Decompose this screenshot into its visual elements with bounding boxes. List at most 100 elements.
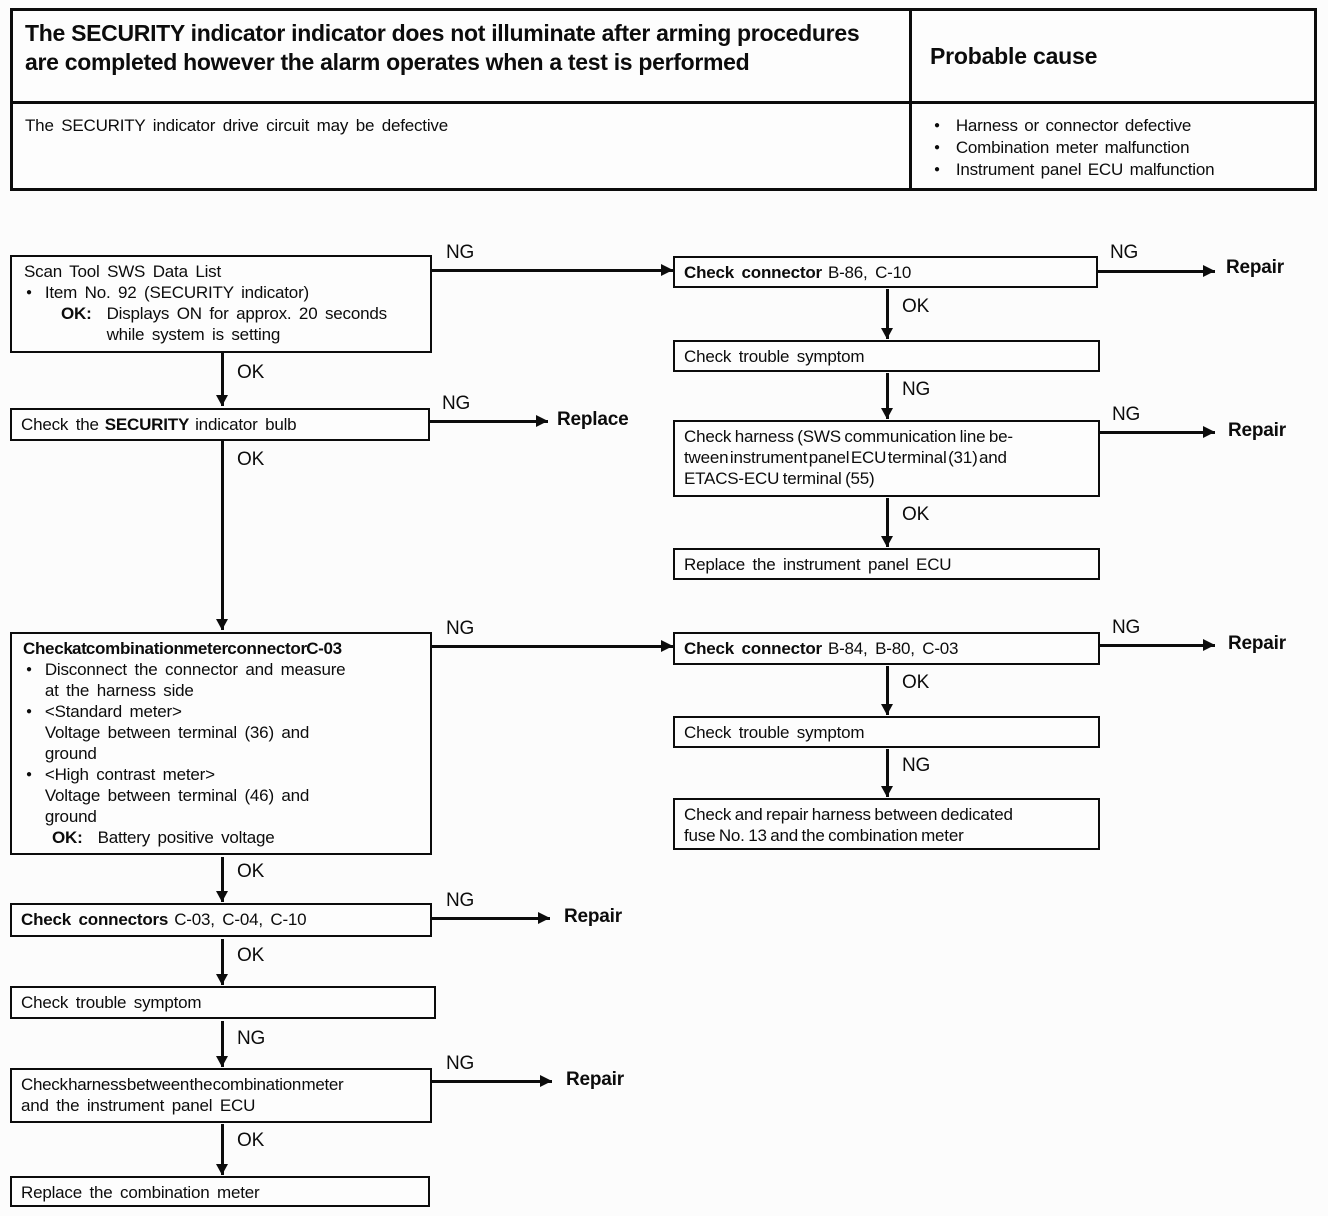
arrow-right-b86-to-repair [1098, 265, 1215, 276]
box-check-trouble-symptom-left: Check trouble symptom [10, 986, 436, 1019]
harness-sws-line: Check harness (SWS communication line be… [684, 427, 1013, 446]
label-ng: NG [446, 242, 475, 263]
scan-tool-title: Scan Tool SWS Data List [24, 262, 222, 281]
arrow-right-harness-to-repair [432, 1075, 552, 1086]
arrow-down-b86-to-trouble [881, 289, 892, 339]
label-ng: NG [446, 1053, 475, 1074]
label-ok: OK [902, 504, 930, 525]
replace-ecu-text: Replace the instrument panel ECU [684, 555, 952, 574]
fuse-line: Check and repair harness between dedicat… [684, 805, 1013, 824]
combo-line: ground [44, 744, 97, 763]
connectors-text-bold: Check connectors [21, 910, 169, 929]
box-check-harness-meter-ecu: Check harness between the combination me… [10, 1068, 432, 1123]
replace-combo-text: Replace the combination meter [21, 1183, 260, 1202]
label-ng: NG [446, 618, 475, 639]
combo-line: <Standard meter> [44, 702, 182, 721]
combo-line: Voltage between terminal (36) and [44, 723, 310, 742]
label-ng: NG [237, 1028, 266, 1049]
label-ng: NG [1110, 242, 1139, 263]
box-check-repair-fuse-harness: Check and repair harness between dedicat… [673, 798, 1100, 850]
arrow-down-harness-to-replace [216, 1124, 227, 1175]
conn-b86-text: B-86, C-10 [827, 263, 912, 282]
combo-line: Disconnect the connector and measure [44, 660, 346, 679]
arrow-down-b84-to-trouble [881, 666, 892, 715]
box-replace-combination-meter: Replace the combination meter [10, 1176, 430, 1207]
box-scan-tool: Scan Tool SWS Data List Item No. 92 (SEC… [10, 255, 432, 353]
combo-line: ground [44, 807, 97, 826]
scan-tool-item: Item No. 92 (SECURITY indicator) [44, 283, 309, 302]
ok-text-line: while system is setting [106, 325, 281, 344]
label-ok: OK [237, 449, 265, 470]
arrow-right-combo-to-b84 [432, 640, 673, 651]
combo-line: Voltage between terminal (46) and [44, 786, 310, 805]
label-ng: NG [902, 755, 931, 776]
box-check-connectors: Check connectors C-03, C-04, C-10 [10, 903, 432, 937]
terminal-replace: Replace [557, 409, 629, 430]
arrow-down-trouble-to-fuse [881, 749, 892, 797]
bulb-text-bold: SECURITY [104, 415, 190, 434]
arrow-right-b84-to-repair [1100, 639, 1215, 650]
harness-meter-line: and the instrument panel ECU [21, 1096, 256, 1115]
arrow-right-scan-to-b86 [432, 264, 673, 275]
bulb-text: indicator bulb [195, 415, 297, 434]
arrow-right-sws-to-repair [1100, 426, 1215, 437]
arrow-right-connectors-to-repair [432, 912, 550, 923]
arrow-down-bulb-to-combo [216, 441, 227, 630]
label-ok: OK [237, 945, 265, 966]
arrow-down-trouble-to-sws [881, 373, 892, 419]
trouble-text: Check trouble symptom [684, 723, 865, 742]
label-ng: NG [1112, 404, 1141, 425]
terminal-repair: Repair [1228, 420, 1286, 441]
arrow-right-bulb-to-replace [430, 415, 548, 426]
ok-key: OK: [52, 828, 83, 847]
label-ng: NG [446, 890, 475, 911]
ok-text-line: Displays ON for approx. 20 seconds [106, 304, 388, 323]
harness-sws-line: ETACS-ECU terminal (55) [684, 469, 875, 488]
terminal-repair: Repair [1226, 257, 1284, 278]
box-check-trouble-symptom-right-2: Check trouble symptom [673, 716, 1100, 748]
label-ok: OK [237, 362, 265, 383]
harness-sws-line: tween instrument panel ECU terminal (31)… [684, 448, 1007, 467]
box-check-harness-sws: Check harness (SWS communication line be… [673, 420, 1100, 497]
combo-ok-text: Battery positive voltage [97, 828, 275, 847]
label-ok: OK [237, 861, 265, 882]
arrow-down-trouble-to-harness [216, 1021, 227, 1067]
box-replace-instrument-panel-ecu: Replace the instrument panel ECU [673, 548, 1100, 580]
cause-item: Harness or connector defective [926, 115, 1314, 137]
trouble-text: Check trouble symptom [21, 993, 202, 1012]
label-ng: NG [1112, 617, 1141, 638]
box-check-connector-b86: Check connector B-86, C-10 [673, 256, 1098, 288]
label-ok: OK [902, 296, 930, 317]
cause-item: Combination meter malfunction [926, 137, 1314, 159]
label-ok: OK [902, 672, 930, 693]
bulb-text: Check the [21, 415, 99, 434]
box-check-bulb: Check the SECURITY indicator bulb [10, 408, 430, 441]
ok-key: OK: [61, 304, 92, 323]
probable-cause-heading: Probable cause [912, 11, 1314, 104]
combo-title: Check at combination meter connector C-0… [23, 639, 342, 658]
terminal-repair: Repair [1228, 633, 1286, 654]
combo-line: at the harness side [44, 681, 194, 700]
symptom-title: The SECURITY indicator indicator does no… [13, 11, 912, 104]
combo-line: <High contrast meter> [44, 765, 215, 784]
conn-b86-bold: Check connector [684, 263, 822, 282]
harness-meter-line: Check harness between the combination me… [21, 1075, 344, 1094]
terminal-repair: Repair [566, 1069, 624, 1090]
probable-cause-list: Harness or connector defective Combinati… [912, 104, 1314, 188]
terminal-repair: Repair [564, 906, 622, 927]
arrow-down-sws-to-replace-ecu [881, 498, 892, 547]
conn-b84-bold: Check connector [684, 639, 822, 658]
cause-item: Instrument panel ECU malfunction [926, 159, 1314, 181]
connectors-text: C-03, C-04, C-10 [174, 910, 307, 929]
box-check-combo-meter-connector: Check at combination meter connector C-0… [10, 632, 432, 855]
trouble-text: Check trouble symptom [684, 347, 865, 366]
arrow-down-combo-to-connectors [216, 857, 227, 902]
label-ng: NG [902, 379, 931, 400]
arrow-down-connectors-to-trouble [216, 939, 227, 985]
label-ok: OK [237, 1130, 265, 1151]
arrow-down-scan-to-bulb [216, 353, 227, 406]
box-check-trouble-symptom-right-1: Check trouble symptom [673, 340, 1100, 372]
label-ng: NG [442, 393, 471, 414]
